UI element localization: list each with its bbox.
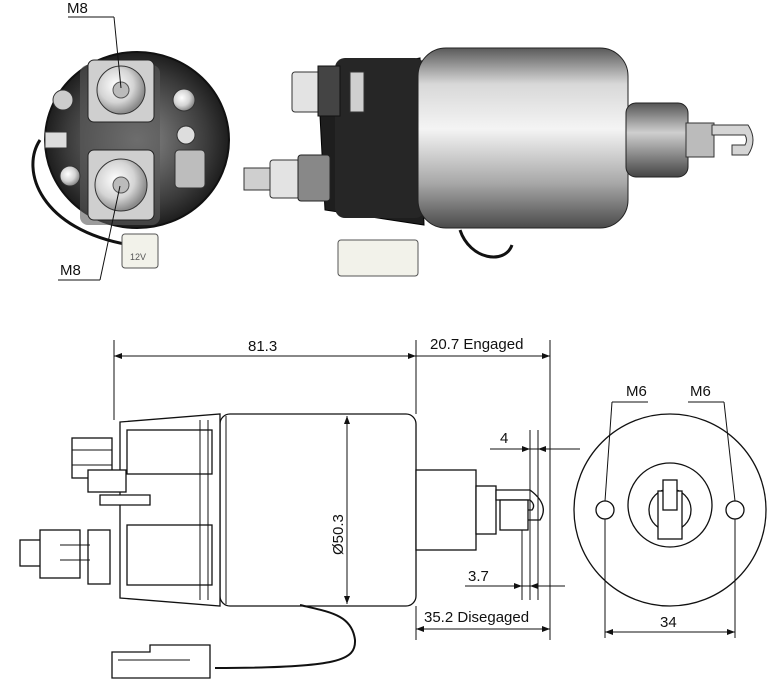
end-view-photo: 12V M8 M8 [31, 0, 230, 281]
dimensions: 81.3 20.7 Engaged Ø50.3 4 3.7 35.2 Diseg… [113, 336, 580, 640]
engaged-dim-label: 20.7 Engaged [430, 336, 523, 353]
plunger [415, 469, 477, 551]
length-dim-label: 81.3 [248, 338, 277, 355]
side-drawing [19, 413, 544, 679]
left-bolt-label: M6 [626, 383, 647, 400]
connector [111, 644, 211, 679]
right-bolt-hole [725, 500, 745, 520]
left-bolt-hole [595, 500, 615, 520]
m8-top-label: M8 [67, 0, 88, 17]
m8-bottom-leader [99, 185, 121, 281]
hook-offset-label: 3.7 [468, 568, 489, 585]
hook-width-label: 4 [500, 430, 508, 447]
side-view-photo [243, 47, 754, 277]
body-can [219, 413, 417, 607]
right-bolt-label: M6 [690, 383, 711, 400]
m8-top-leader [113, 16, 122, 89]
svg-text:12V: 12V [130, 252, 146, 262]
diameter-dim-label: Ø50.3 [330, 514, 347, 555]
end-drawing: M6 M6 34 [573, 383, 767, 638]
m8-bottom-label: M8 [60, 262, 81, 279]
bolt-spacing-label: 34 [660, 614, 677, 631]
disengaged-dim-label: 35.2 Disegaged [424, 609, 529, 626]
